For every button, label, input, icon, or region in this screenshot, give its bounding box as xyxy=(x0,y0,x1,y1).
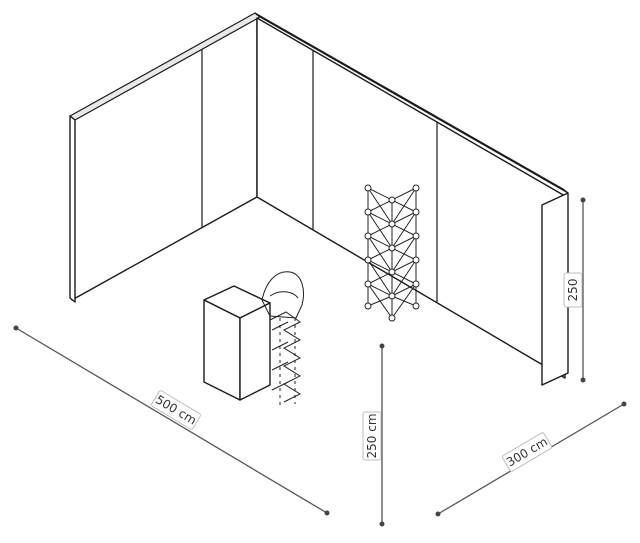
shelf-node xyxy=(364,232,372,240)
shelf-node xyxy=(412,256,420,264)
dimension-width: 500 cm xyxy=(13,325,330,516)
shelf-node xyxy=(364,280,372,288)
shelf-node xyxy=(388,196,396,204)
shelf-node xyxy=(364,208,372,216)
shelf-node xyxy=(412,302,420,310)
dimension-wall-height-label: 250 xyxy=(566,279,580,302)
lattice-shelf xyxy=(364,184,420,322)
shelf-node xyxy=(412,280,420,288)
shelf-node xyxy=(388,314,396,322)
shelf-node xyxy=(388,268,396,276)
counter xyxy=(203,285,271,401)
shelf-node xyxy=(412,208,420,216)
shelf-node xyxy=(388,244,396,252)
shelf-node xyxy=(388,220,396,228)
shelf-node xyxy=(364,184,372,192)
shelf-node xyxy=(364,302,372,310)
dimension-height-label: 250 cm xyxy=(365,413,379,458)
shelf-node xyxy=(388,292,396,300)
dimension-height: 250 cm xyxy=(362,343,385,527)
left-wall xyxy=(69,12,261,303)
shelf-node xyxy=(364,256,372,264)
dimension-wall-height: 250 xyxy=(563,197,586,383)
end-wall xyxy=(541,192,569,386)
zigzag-rack xyxy=(269,311,302,408)
stool xyxy=(261,271,304,319)
shelf-node xyxy=(412,232,420,240)
right-wall xyxy=(254,12,569,379)
shelf-node xyxy=(412,184,420,192)
dimension-depth: 300 cm xyxy=(435,401,627,517)
